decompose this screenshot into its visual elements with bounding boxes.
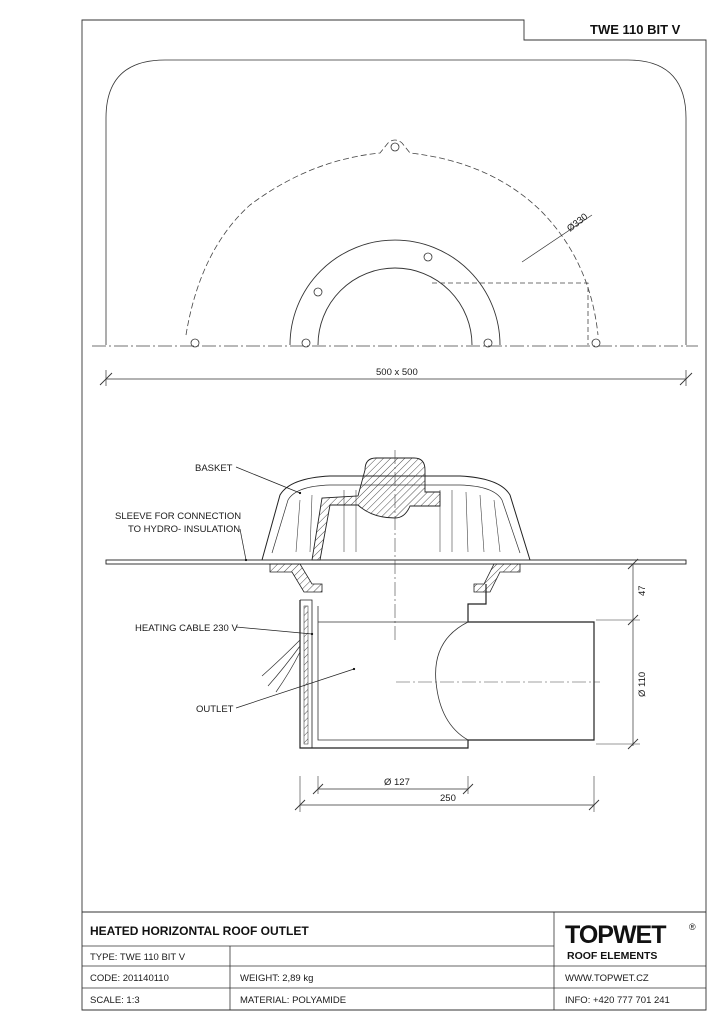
logo-topwet: TOPWET <box>565 921 666 949</box>
type-field: TYPE: TWE 110 BIT V <box>90 952 186 963</box>
scale-field: SCALE: 1:3 <box>90 995 140 1006</box>
info-field: INFO: +420 777 701 241 <box>565 995 670 1006</box>
heating-cable-leader <box>235 626 314 636</box>
flange-dim-leader <box>521 214 593 263</box>
section-view: BASKET SLEEVE FOR CONNECTION TO HYDRO- I… <box>105 450 687 812</box>
sleeve-membrane <box>105 559 687 565</box>
outlet-elbow-curve <box>435 621 469 741</box>
basket-cap-hatched <box>311 457 441 561</box>
logo-roof-elements: ROOF ELEMENTS <box>567 950 657 962</box>
product-code: TWE 110 BIT V <box>590 22 681 37</box>
ring-hole-4 <box>483 338 493 348</box>
flange-left-hatched <box>269 563 323 593</box>
outer-ring <box>289 239 501 346</box>
dim-tick-top <box>627 558 639 570</box>
inlet-dim-tick-left <box>312 783 324 795</box>
logo-registered-mark: ® <box>689 922 696 932</box>
ring-hole-3 <box>301 338 311 348</box>
dim-tick-bottom <box>627 738 639 750</box>
length-dim-tick-left <box>294 799 306 811</box>
sleeve-label-line2: TO HYDRO- INSULATION <box>128 524 240 535</box>
outlet-body-inner <box>317 606 468 741</box>
outlet-wall-left <box>300 599 313 748</box>
inlet-dim-tick-right <box>462 783 474 795</box>
drawing-title: HEATED HORIZONTAL ROOF OUTLET <box>90 924 309 938</box>
basket-leader <box>235 466 302 495</box>
heating-wire-wall <box>303 605 309 745</box>
screw-hole-top <box>390 142 400 152</box>
length-dim-tick-right <box>588 799 600 811</box>
plan-view: Ø330 500 x 500 <box>92 59 698 386</box>
outlet-diameter-label: Ø 110 <box>637 672 648 697</box>
basket-label: BASKET <box>195 463 233 474</box>
outlet-leader <box>235 667 356 709</box>
sleeve-leader <box>239 528 248 562</box>
flange-dashed-outline <box>185 139 599 336</box>
length-label: 250 <box>440 793 456 804</box>
inner-ring <box>317 267 473 346</box>
inlet-diameter-label: Ø 127 <box>384 777 410 788</box>
heating-cable-wires <box>261 639 301 693</box>
title-block: HEATED HORIZONTAL ROOF OUTLET TYPE: TWE … <box>82 911 706 1010</box>
sleeve-label-line1: SLEEVE FOR CONNECTION <box>115 511 241 522</box>
screw-hole-right <box>591 338 601 348</box>
screw-hole-left <box>190 338 200 348</box>
flange-right-hatched <box>473 563 521 593</box>
ring-hole-1 <box>313 287 323 297</box>
plan-outlet-dashed <box>432 282 589 345</box>
sheet-border <box>81 19 707 1011</box>
ring-hole-2 <box>423 252 433 262</box>
website-field: WWW.TOPWET.CZ <box>565 973 649 984</box>
overall-dim-label: 500 x 500 <box>376 367 418 378</box>
outlet-label: OUTLET <box>196 704 234 715</box>
heating-cable-label: HEATING CABLE 230 V <box>135 623 238 634</box>
height-dim-label: 47 <box>637 585 648 596</box>
overall-dim-tick-right <box>679 372 693 386</box>
dim-tick-mid <box>627 614 639 626</box>
plate-outline <box>105 59 687 345</box>
flange-dim-label: Ø330 <box>565 211 590 234</box>
outlet-body <box>299 584 595 749</box>
weight-field: WEIGHT: 2,89 kg <box>240 973 313 984</box>
material-field: MATERIAL: POLYAMIDE <box>240 995 346 1006</box>
overall-dim-tick-left <box>99 372 113 386</box>
code-field: CODE: 201140110 <box>90 973 169 984</box>
